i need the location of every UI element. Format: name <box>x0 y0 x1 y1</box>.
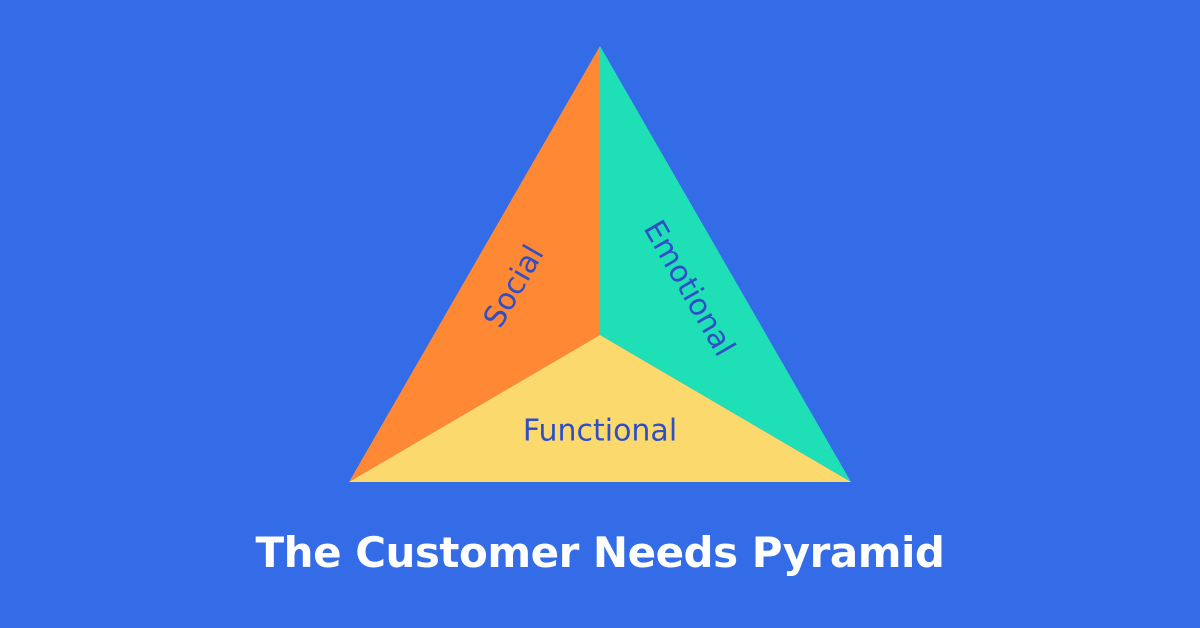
segment-social <box>349 46 600 482</box>
segment-label-functional: Functional <box>523 414 677 449</box>
segment-emotional <box>600 46 851 482</box>
page-title: The Customer Needs Pyramid <box>255 528 945 577</box>
segment-functional <box>349 335 851 482</box>
